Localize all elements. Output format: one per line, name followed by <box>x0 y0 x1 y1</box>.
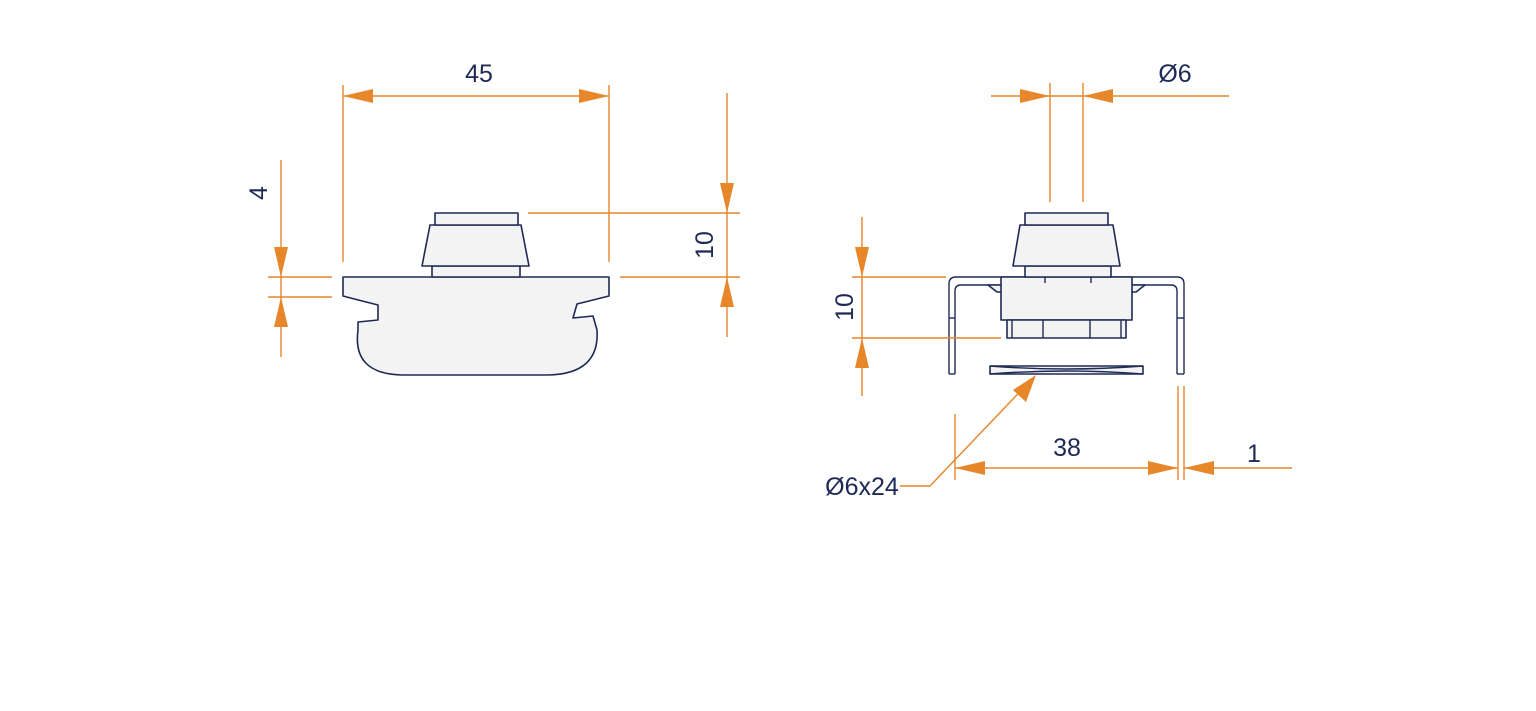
slot-nut-body <box>342 276 610 376</box>
cap-height-label: 10 <box>691 231 719 259</box>
base-thickness-label: 4 <box>245 186 273 200</box>
front-height-label: 10 <box>831 293 859 321</box>
housing-body <box>1000 276 1133 321</box>
dimension-10-front: 10 <box>831 217 1001 396</box>
front-width-label: 38 <box>1053 434 1081 462</box>
pin-leader: Ø6x24 <box>825 375 1036 501</box>
front-stud-cap <box>1012 224 1121 267</box>
stud-top <box>434 212 519 226</box>
hole-diameter-label: Ø6 <box>1158 60 1191 88</box>
dimension-4: 4 <box>245 160 332 357</box>
front-stud-neck <box>1024 265 1112 278</box>
side-view: 45 4 10 <box>245 60 740 376</box>
dimension-1: 1 <box>1183 386 1292 480</box>
front-stud-top <box>1024 212 1109 226</box>
dimension-38: 38 <box>954 386 1179 480</box>
wall-label: 1 <box>1247 440 1261 468</box>
pin <box>989 365 1144 375</box>
stud-neck <box>431 265 521 278</box>
front-view: Ø6 10 Ø6x24 38 <box>825 60 1292 501</box>
dimension-45: 45 <box>342 60 610 262</box>
housing-lower <box>1006 319 1127 339</box>
dimension-10-side: 10 <box>528 93 740 337</box>
width-label: 45 <box>465 60 493 88</box>
dimension-d6: Ø6 <box>991 60 1229 202</box>
pin-label: Ø6x24 <box>825 473 899 501</box>
stud-cap <box>421 224 530 267</box>
